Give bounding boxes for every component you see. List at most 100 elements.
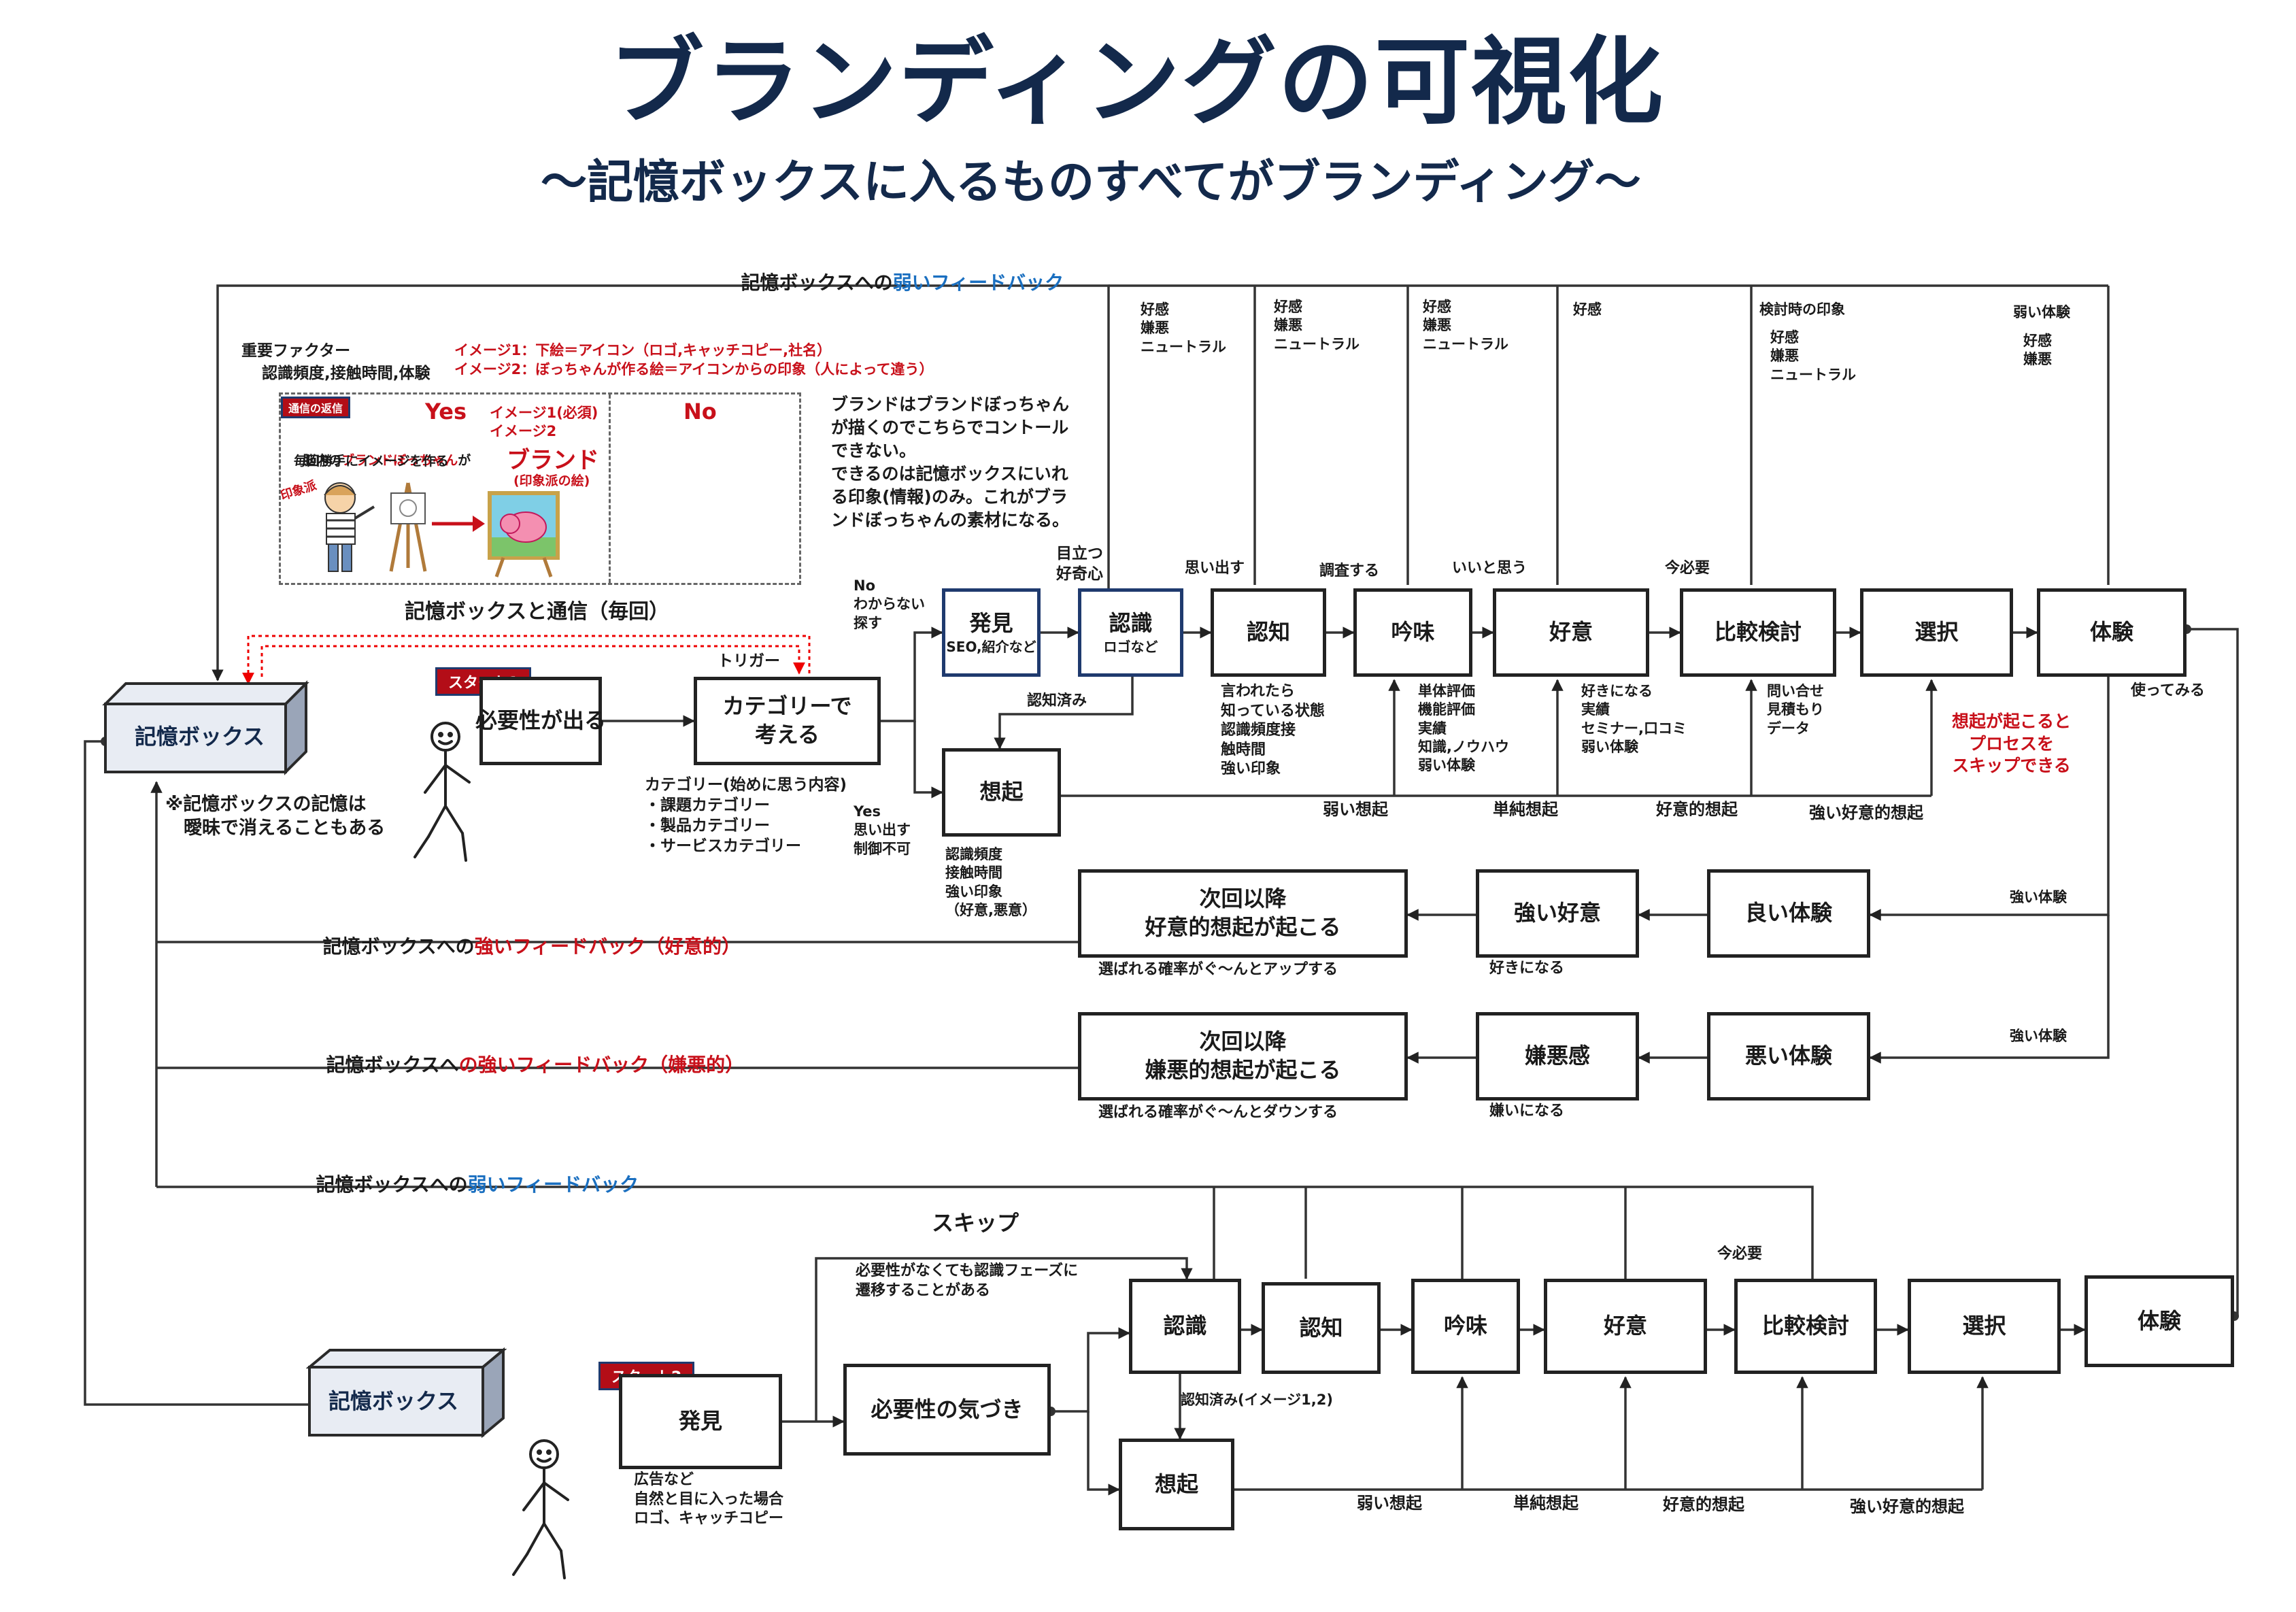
recognition-title: 認識 <box>1109 610 1153 637</box>
feedback-neg-strong: の強いフィードバック（嫌悪的） <box>458 1054 745 1077</box>
inset-frame <box>279 392 801 585</box>
strong-exp-label-1: 強い体験 <box>2010 889 2067 905</box>
bad-exp-box[interactable]: 悪い体験 <box>1707 1012 1870 1101</box>
remember-label: 思い出す <box>1185 560 1245 577</box>
need-box[interactable]: 必要性が出る <box>475 677 606 765</box>
brain-text: 脳内のブランドぼっちゃんが <box>294 435 471 469</box>
strong-favor-box[interactable]: 強い好意 <box>1476 869 1639 958</box>
brain-text-brand: ブランドぼっちゃん <box>341 452 458 468</box>
skip-note: 想起が起こると プロセスを スキップできる <box>1952 711 2072 775</box>
notice-label: 目立つ 好奇心 <box>1056 545 1103 583</box>
reply-tag: 通信の返信 <box>281 397 351 418</box>
brand-sub: (印象派の絵) <box>513 473 590 488</box>
feedback-bottom-weak: 弱いフィードバック <box>467 1173 639 1196</box>
simple-recall-1: 単純想起 <box>1493 800 1558 819</box>
like-label: 好きになる <box>1489 960 1565 977</box>
discovery-box-2[interactable]: 発見 <box>619 1374 782 1469</box>
discovery-title: 発見 <box>969 610 1013 637</box>
images-required: イメージ1(必須) イメージ2 <box>490 405 598 440</box>
arrow-icon <box>432 516 485 532</box>
experience-box[interactable]: 体験 <box>2037 588 2187 677</box>
fb-exp-title: 弱い体験 <box>2013 304 2070 320</box>
stick-figure-icon <box>413 722 471 862</box>
compare-note: 問い合せ 見積もり データ <box>1767 683 1824 737</box>
feedback-top-prefix: 記憶ボックスへの <box>741 271 893 295</box>
compare-box[interactable]: 比較検討 <box>1680 588 1836 677</box>
consider-note: 単体評価 機能評価 実績 知識,ノウハウ 弱い体験 <box>1418 683 1509 774</box>
favor-note: 好きになる 実績 セミナー,口コミ 弱い体験 <box>1581 683 1687 755</box>
skip-label: スキップ <box>932 1210 1019 1236</box>
feedback-neg-prefix: 記憶ボックスへ <box>326 1054 459 1077</box>
feedback-positive-label: 記憶ボックスへの強いフィードバック（好意的） <box>309 910 741 960</box>
painter-icon <box>324 482 375 572</box>
page-subtitle: 〜記憶ボックスに入るものすべてがブランディング〜 <box>541 156 1641 209</box>
memory-box-1: 記憶ボックス <box>135 724 265 750</box>
image-note-1: イメージ1：下絵＝アイコン（ロゴ,キャッチコピー,社名） <box>454 342 832 358</box>
brain-text-1: 脳内の <box>303 452 342 468</box>
image-note-2: イメージ2：ぼっちゃんが作る絵＝アイコンからの印象（人によって違う） <box>454 361 934 377</box>
feedback-bottom-label: 記憶ボックスへの弱いフィードバック <box>303 1148 639 1198</box>
awareness-box[interactable]: 認知 <box>1211 588 1326 677</box>
good-exp-box[interactable]: 良い体験 <box>1707 869 1870 958</box>
think-good-label: いいと思う <box>1452 560 1527 577</box>
feedback-pos-prefix: 記憶ボックスへの <box>322 935 475 958</box>
dislike-label: 嫌いになる <box>1489 1103 1565 1120</box>
discovery-note-2: 広告など 自然と目に入った場合 ロゴ、キャッチコピー <box>634 1471 784 1528</box>
no-branch-label: No わからない 探す <box>854 577 925 631</box>
experience-box-2[interactable]: 体験 <box>2084 1275 2234 1367</box>
consider-box-2[interactable]: 吟味 <box>1411 1279 1520 1374</box>
next-favorable-box[interactable]: 次回以降 好意的想起が起こる <box>1078 869 1408 958</box>
strong-exp-label-2: 強い体験 <box>2010 1028 2067 1044</box>
fb-compare: 好感 <box>1573 301 1602 318</box>
recognized-label-2: 認知済み(イメージ1,2) <box>1181 1392 1333 1408</box>
recognized-label: 認知済み <box>1027 692 1087 709</box>
brain-text-2: が <box>458 452 471 468</box>
compare-box-2[interactable]: 比較検討 <box>1734 1279 1877 1374</box>
weak-recall-1: 弱い想起 <box>1323 800 1388 819</box>
category-note: カテゴリー(始めに思う内容) ・課題カテゴリー ・製品カテゴリー ・サービスカテ… <box>645 776 847 855</box>
pig-painting-icon <box>488 491 560 577</box>
easel-icon <box>389 482 427 572</box>
category-box[interactable]: カテゴリーで 考える <box>694 677 881 765</box>
fb-awareness: 好感 嫌悪 ニュートラル <box>1141 301 1226 355</box>
up-note: 選ばれる確率がぐ〜んとアップする <box>1098 961 1338 978</box>
brand-explanation: ブランドはブランドぼっちゃん が描くのでこちらでコントール できない。 できるの… <box>831 394 1070 530</box>
select-box-2[interactable]: 選択 <box>1908 1279 2061 1374</box>
discovery-box[interactable]: 発見 SEO,紹介など <box>942 588 1041 677</box>
fb-select-title: 検討時の印象 <box>1759 301 1845 318</box>
next-disgust-box[interactable]: 次回以降 嫌悪的想起が起こる <box>1078 1012 1408 1101</box>
trigger-label: トリガー <box>718 652 780 670</box>
awareness-note: 言われたら 知っている状態 認識頻度接 触時間 強い印象 <box>1221 683 1325 778</box>
memory-box-1-shape <box>102 680 309 775</box>
consider-box[interactable]: 吟味 <box>1353 588 1472 677</box>
yes-label: Yes <box>425 399 467 424</box>
recall-box-2[interactable]: 想起 <box>1119 1439 1234 1530</box>
simple-recall-2: 単純想起 <box>1513 1494 1578 1513</box>
no-label: No <box>683 399 717 424</box>
feedback-top-label: 記憶ボックスへの弱いフィードバック <box>728 246 1064 296</box>
favor-box[interactable]: 好意 <box>1493 588 1649 677</box>
page-title: ブランディングの可視化 <box>609 27 1665 138</box>
needed-now-label: 今必要 <box>1665 560 1710 577</box>
awareness-box-2[interactable]: 認知 <box>1262 1282 1381 1374</box>
memory-box-2: 記憶ボックス <box>328 1388 459 1414</box>
needed-now-label-2: 今必要 <box>1717 1245 1763 1262</box>
memory-box-note: ※記憶ボックスの記憶は 曖昧で消えることもある <box>165 794 386 839</box>
recognition-box[interactable]: 認識 ロゴなど <box>1078 588 1183 677</box>
inset-divider <box>609 394 611 583</box>
favorable-recall-2: 好意的想起 <box>1663 1495 1744 1514</box>
favorable-recall-1: 好意的想起 <box>1656 800 1738 819</box>
disgust-box[interactable]: 嫌悪感 <box>1476 1012 1639 1101</box>
recognition-sub: ロゴなど <box>1103 638 1158 655</box>
discovery-sub: SEO,紹介など <box>946 638 1036 655</box>
feedback-pos-strong: 強いフィードバック（好意的） <box>474 935 741 958</box>
recognition-box-2[interactable]: 認識 <box>1129 1279 1241 1374</box>
recall-box-1[interactable]: 想起 <box>942 748 1061 837</box>
need-notice-box[interactable]: 必要性の気づき <box>843 1364 1051 1456</box>
select-box[interactable]: 選択 <box>1860 588 2013 677</box>
recall-note: 認識頻度 接触時間 強い印象 （好意,悪意） <box>945 846 1036 918</box>
stick-figure-icon-2 <box>512 1439 569 1579</box>
favor-box-2[interactable]: 好意 <box>1544 1279 1707 1374</box>
inset-caption: 記憶ボックスと通信（毎回） <box>405 600 670 624</box>
brand-label: ブランド <box>507 447 599 474</box>
